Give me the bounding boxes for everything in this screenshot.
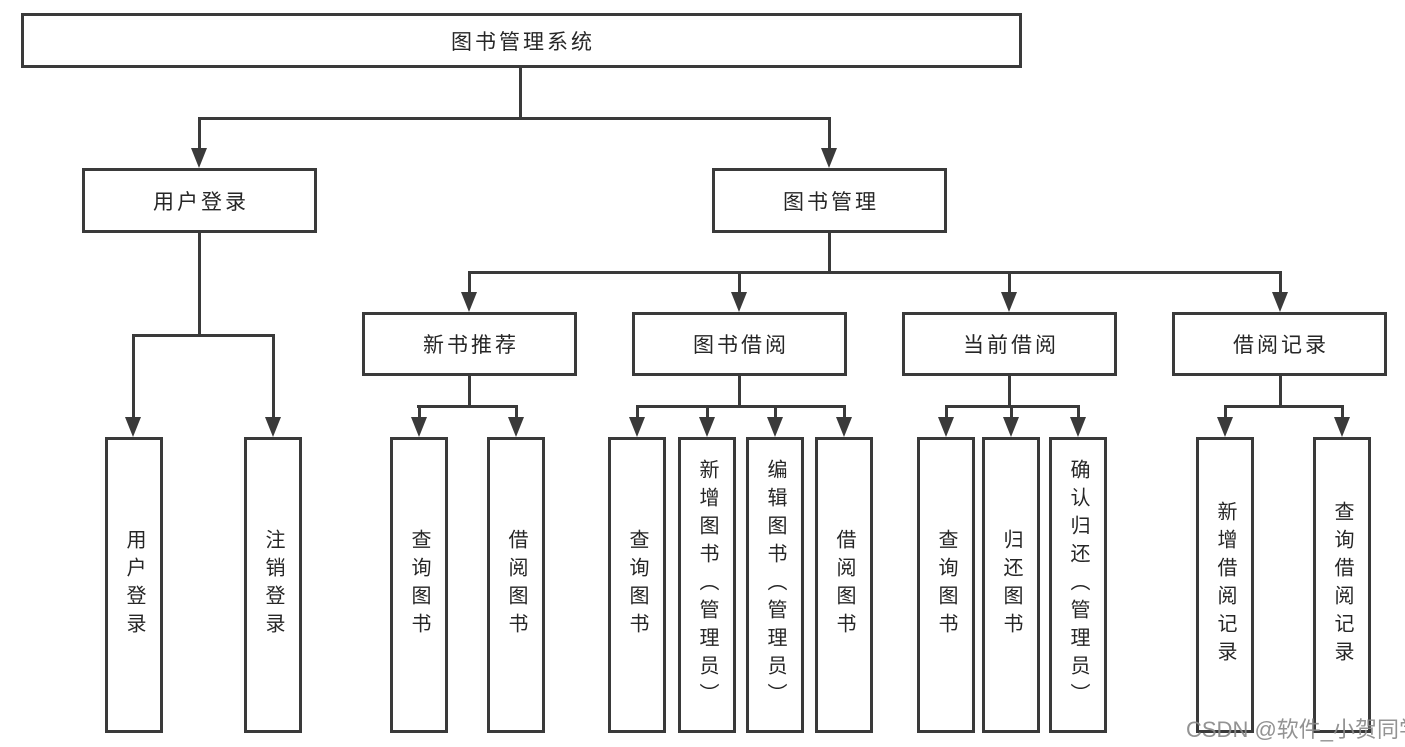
node-label: 新增图书（管理员） — [696, 459, 718, 711]
arrowhead-icon — [1003, 417, 1019, 437]
connector-vline — [468, 376, 471, 407]
leaf-query-books-current: 查询图书 — [917, 437, 975, 733]
connector-hline — [468, 271, 1282, 274]
connector-vline — [519, 68, 522, 119]
connector-vline — [468, 271, 471, 293]
connector-vline — [945, 405, 948, 418]
node-label: 当前借阅 — [963, 334, 1059, 357]
node-label: 借阅图书 — [505, 529, 527, 641]
node-label: 用户登录 — [153, 190, 249, 214]
connector-hline — [417, 405, 518, 408]
arrowhead-icon — [767, 417, 783, 437]
node-label: 新书推荐 — [423, 334, 519, 357]
node-borrow-records: 借阅记录 — [1172, 312, 1387, 376]
arrowhead-icon — [821, 148, 837, 168]
arrowhead-icon — [1001, 292, 1017, 312]
arrowhead-icon — [125, 417, 141, 437]
node-current-borrow: 当前借阅 — [902, 312, 1117, 376]
arrowhead-icon — [731, 292, 747, 312]
leaf-logout: 注销登录 — [244, 437, 302, 733]
connector-vline — [1224, 405, 1227, 418]
node-new-book-recommend: 新书推荐 — [362, 312, 577, 376]
node-label: 查询图书 — [935, 529, 957, 641]
connector-vline — [843, 405, 846, 418]
arrowhead-icon — [191, 148, 207, 168]
node-label: 注销登录 — [262, 529, 284, 641]
node-label: 查询图书 — [408, 529, 430, 641]
connector-vline — [198, 117, 201, 149]
node-label: 查询图书 — [626, 529, 648, 641]
leaf-borrow-books-recommend: 借阅图书 — [487, 437, 545, 733]
arrowhead-icon — [629, 417, 645, 437]
leaf-add-book-admin: 新增图书（管理员） — [678, 437, 736, 733]
arrowhead-icon — [508, 417, 524, 437]
connector-vline — [738, 271, 741, 293]
leaf-user-login: 用户登录 — [105, 437, 163, 733]
connector-vline — [828, 233, 831, 273]
leaf-query-books-borrow: 查询图书 — [608, 437, 666, 733]
connector-hline — [636, 405, 845, 408]
connector-vline — [1279, 376, 1282, 407]
leaf-return-book: 归还图书 — [982, 437, 1040, 733]
arrowhead-icon — [699, 417, 715, 437]
leaf-edit-book-admin: 编辑图书（管理员） — [746, 437, 804, 733]
node-label: 图书管理系统 — [451, 30, 595, 54]
node-label: 图书管理 — [783, 190, 879, 214]
node-label: 新增借阅记录 — [1214, 501, 1236, 669]
connector-vline — [1008, 376, 1011, 407]
connector-hline — [132, 334, 275, 337]
node-book-management: 图书管理 — [712, 168, 947, 233]
connector-vline — [1279, 271, 1282, 293]
connector-vline — [515, 405, 518, 418]
connector-vline — [828, 117, 831, 149]
arrowhead-icon — [411, 417, 427, 437]
node-label: 借阅图书 — [833, 529, 855, 641]
arrowhead-icon — [1070, 417, 1086, 437]
connector-vline — [1077, 405, 1080, 418]
node-label: 查询借阅记录 — [1331, 501, 1353, 669]
node-label: 借阅记录 — [1233, 334, 1329, 357]
arrowhead-icon — [1272, 292, 1288, 312]
connector-vline — [706, 405, 709, 418]
node-label: 用户登录 — [123, 529, 145, 641]
arrowhead-icon — [461, 292, 477, 312]
arrowhead-icon — [938, 417, 954, 437]
connector-vline — [1010, 405, 1013, 418]
connector-hline — [1224, 405, 1343, 408]
node-book-borrow: 图书借阅 — [632, 312, 847, 376]
leaf-query-borrow-record: 查询借阅记录 — [1313, 437, 1371, 733]
arrowhead-icon — [1334, 417, 1350, 437]
leaf-confirm-return-admin: 确认归还（管理员） — [1049, 437, 1107, 733]
connector-hline — [198, 117, 831, 120]
connector-vline — [1341, 405, 1344, 418]
node-label: 归还图书 — [1000, 529, 1022, 641]
leaf-borrow-books: 借阅图书 — [815, 437, 873, 733]
connector-vline — [132, 334, 135, 418]
node-root: 图书管理系统 — [21, 13, 1022, 68]
connector-vline — [418, 405, 421, 418]
leaf-query-books-recommend: 查询图书 — [390, 437, 448, 733]
connector-vline — [1008, 271, 1011, 293]
connector-vline — [198, 233, 201, 336]
node-label: 图书借阅 — [693, 334, 789, 357]
node-label: 确认归还（管理员） — [1067, 459, 1089, 711]
connector-vline — [272, 334, 275, 418]
node-user-login: 用户登录 — [82, 168, 317, 233]
connector-vline — [636, 405, 639, 418]
csdn-watermark: CSDN @软件_小贺同学 — [1186, 717, 1405, 742]
arrowhead-icon — [265, 417, 281, 437]
node-label: 编辑图书（管理员） — [764, 459, 786, 711]
connector-vline — [738, 376, 741, 407]
leaf-add-borrow-record: 新增借阅记录 — [1196, 437, 1254, 733]
arrowhead-icon — [836, 417, 852, 437]
connector-vline — [774, 405, 777, 418]
arrowhead-icon — [1217, 417, 1233, 437]
